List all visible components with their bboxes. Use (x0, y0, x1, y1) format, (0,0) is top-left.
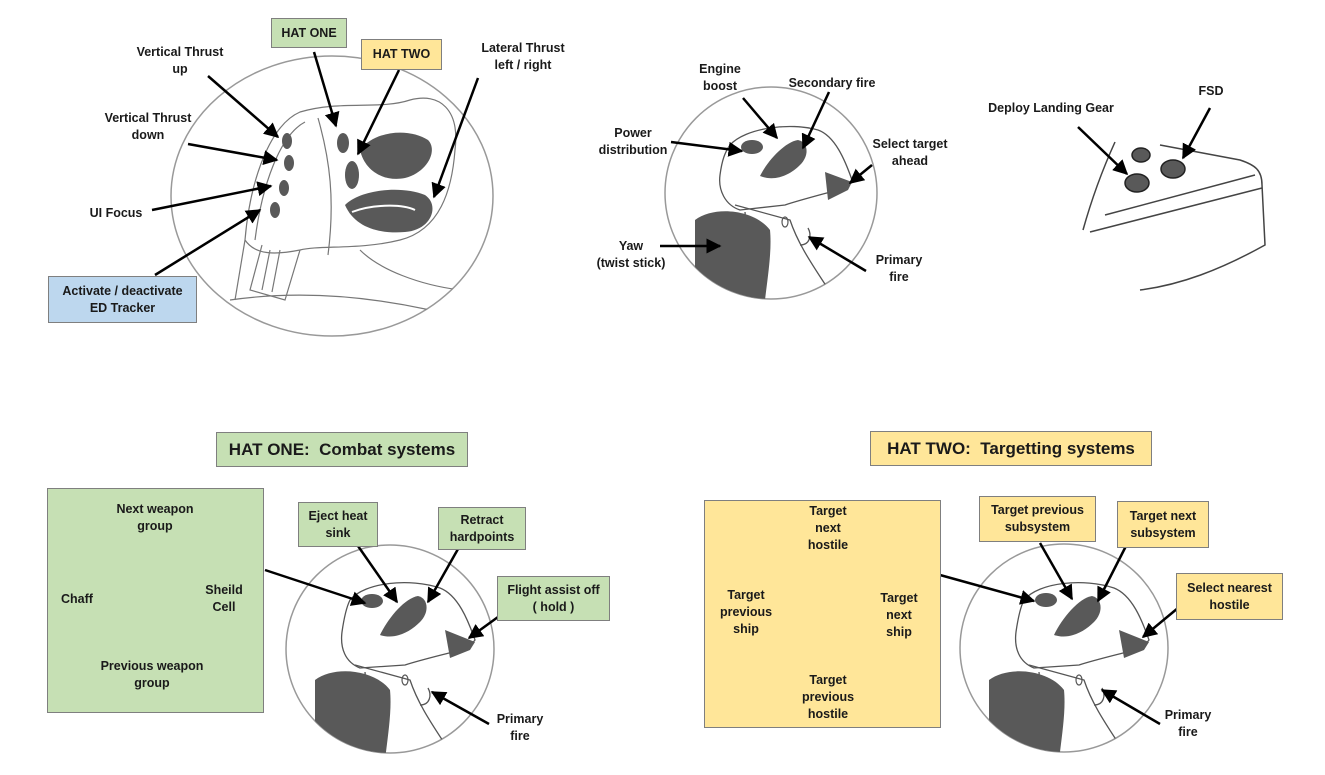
flight-assist-off-box: Flight assist off ( hold ) (497, 576, 610, 621)
lateral-thrust-label: Lateral Thrust left / right (481, 41, 565, 72)
primary-fire-label-hat-two: Primary fire (1164, 708, 1212, 739)
target-next-ship-label: Target next ship (880, 591, 918, 639)
ui-focus-label: UI Focus (89, 206, 143, 220)
retract-hardpoints-box: Retract hardpoints (438, 507, 526, 550)
ed-tracker-box: Activate / deactivate ED Tracker (48, 276, 197, 323)
eject-heat-sink-box: Eject heat sink (298, 502, 378, 547)
next-weapon-group-label: Next weapon group (116, 502, 194, 533)
hat-one-buttons (270, 133, 294, 218)
engine-boost-label: Engine boost (699, 62, 741, 93)
shield-cell-label: Sheild Cell (205, 583, 243, 614)
yaw-label: Yaw (twist stick) (596, 239, 666, 270)
target-next-hostile-label: Target next hostile (807, 504, 849, 552)
target-previous-hostile-label: Target previous hostile (801, 673, 855, 721)
hat-two-controls (337, 132, 433, 233)
joystick-side-view (664, 86, 878, 300)
hat-two-title: HAT TWO: Targetting systems (870, 431, 1152, 466)
hat-two-tag: HAT TWO (361, 39, 442, 70)
target-previous-subsystem-box: Target previous subsystem (979, 496, 1096, 542)
vertical-thrust-down-label: Vertical Thrust down (104, 111, 192, 142)
deploy-landing-gear-label: Deploy Landing Gear (988, 101, 1114, 115)
hat-two-direction-panel (704, 500, 941, 728)
target-previous-ship-label: Target previous ship (719, 588, 773, 636)
previous-weapon-group-label: Previous weapon group (100, 659, 204, 690)
target-next-subsystem-box: Target next subsystem (1117, 501, 1209, 548)
select-nearest-hostile-box: Select nearest hostile (1176, 573, 1283, 620)
joystick-base-view (1082, 141, 1266, 291)
hat-one-direction-panel (47, 488, 264, 713)
primary-fire-label-top: Primary fire (875, 253, 923, 284)
fsd-label: FSD (1198, 84, 1224, 98)
vertical-thrust-up-label: Vertical Thrust up (136, 45, 224, 76)
hat-one-title: HAT ONE: Combat systems (216, 432, 468, 467)
select-target-ahead-label: Select target ahead (872, 137, 948, 168)
primary-fire-label-hat-one: Primary fire (496, 712, 544, 743)
power-distribution-label: Power distribution (598, 126, 668, 157)
chaff-label: Chaff (61, 592, 93, 606)
hat-one-tag: HAT ONE (271, 18, 347, 48)
joystick-side-view-hat-two (959, 543, 1169, 753)
joystick-side-view-hat-one (285, 544, 495, 754)
secondary-fire-label: Secondary fire (788, 76, 876, 90)
pointer-arrows (151, 51, 1212, 726)
